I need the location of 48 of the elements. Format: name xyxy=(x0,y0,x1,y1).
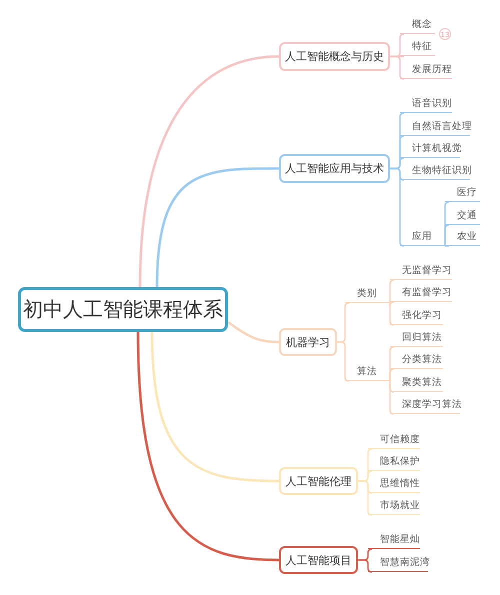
subtopic-text: 交通 xyxy=(445,209,480,225)
connector-line xyxy=(358,559,372,573)
connector-line xyxy=(445,245,449,247)
connector-line xyxy=(138,55,280,288)
connector-line xyxy=(389,298,394,307)
topic-box: 人工智能伦理 xyxy=(279,467,358,495)
subtopic-text: 概念 xyxy=(400,18,435,34)
connector-line xyxy=(150,332,280,482)
subtopic-text: 思维惰性 xyxy=(368,477,420,493)
subtopic-text: 计算机视觉 xyxy=(400,142,460,158)
connector-line xyxy=(136,332,280,562)
connector-line xyxy=(389,368,394,382)
subtopic-text: 市场就业 xyxy=(368,499,420,515)
subtopic-text: 回归算法 xyxy=(390,331,443,347)
subtopic-text: 应用 xyxy=(400,230,445,246)
subtopic-text: 自然语言处理 xyxy=(400,120,470,136)
subtopic-text: 语音识别 xyxy=(400,97,452,113)
subtopic-text: 聚类算法 xyxy=(390,376,443,392)
connector-line xyxy=(389,302,394,326)
connector-line xyxy=(389,380,394,415)
subtopic-text: 分类算法 xyxy=(390,353,443,369)
subtopic-text: 智慧南泥湾 xyxy=(368,556,428,572)
topic-box: 人工智能应用与技术 xyxy=(279,154,390,183)
subtopic-text: 可信赖度 xyxy=(368,433,420,449)
connector-line xyxy=(358,480,372,516)
connector-line xyxy=(227,321,280,344)
connector-line xyxy=(156,167,279,288)
central-topic-box: 初中人工智能课程体系 xyxy=(18,287,228,332)
topic-box: 人工智能概念与历史 xyxy=(279,42,390,71)
connector-line xyxy=(390,56,404,80)
subtopic-text: 算法 xyxy=(345,365,390,381)
subtopic-text: 有监督学习 xyxy=(390,286,452,302)
subtopic-text: 深度学习算法 xyxy=(390,398,460,414)
topic-box: 机器学习 xyxy=(279,328,337,356)
subtopic-text: 类别 xyxy=(345,287,390,303)
subtopic-text: 农业 xyxy=(445,230,480,246)
subtopic-text: 无监督学习 xyxy=(390,264,452,280)
subtopic-text: 发展历程 xyxy=(400,63,452,79)
topic-box: 人工智能项目 xyxy=(279,546,358,574)
subtopic-text: 强化学习 xyxy=(390,309,443,325)
connector-line xyxy=(390,168,404,247)
subtopic-text: 特征 xyxy=(400,40,435,56)
subtopic-text: 生物特征识别 xyxy=(400,164,470,180)
connector-line xyxy=(444,224,450,247)
connector-line xyxy=(337,341,350,382)
subtopic-text: 隐私保护 xyxy=(368,455,420,471)
subtopic-text: 智能星灿 xyxy=(368,533,420,549)
subtopic-text: 医疗 xyxy=(445,186,480,202)
